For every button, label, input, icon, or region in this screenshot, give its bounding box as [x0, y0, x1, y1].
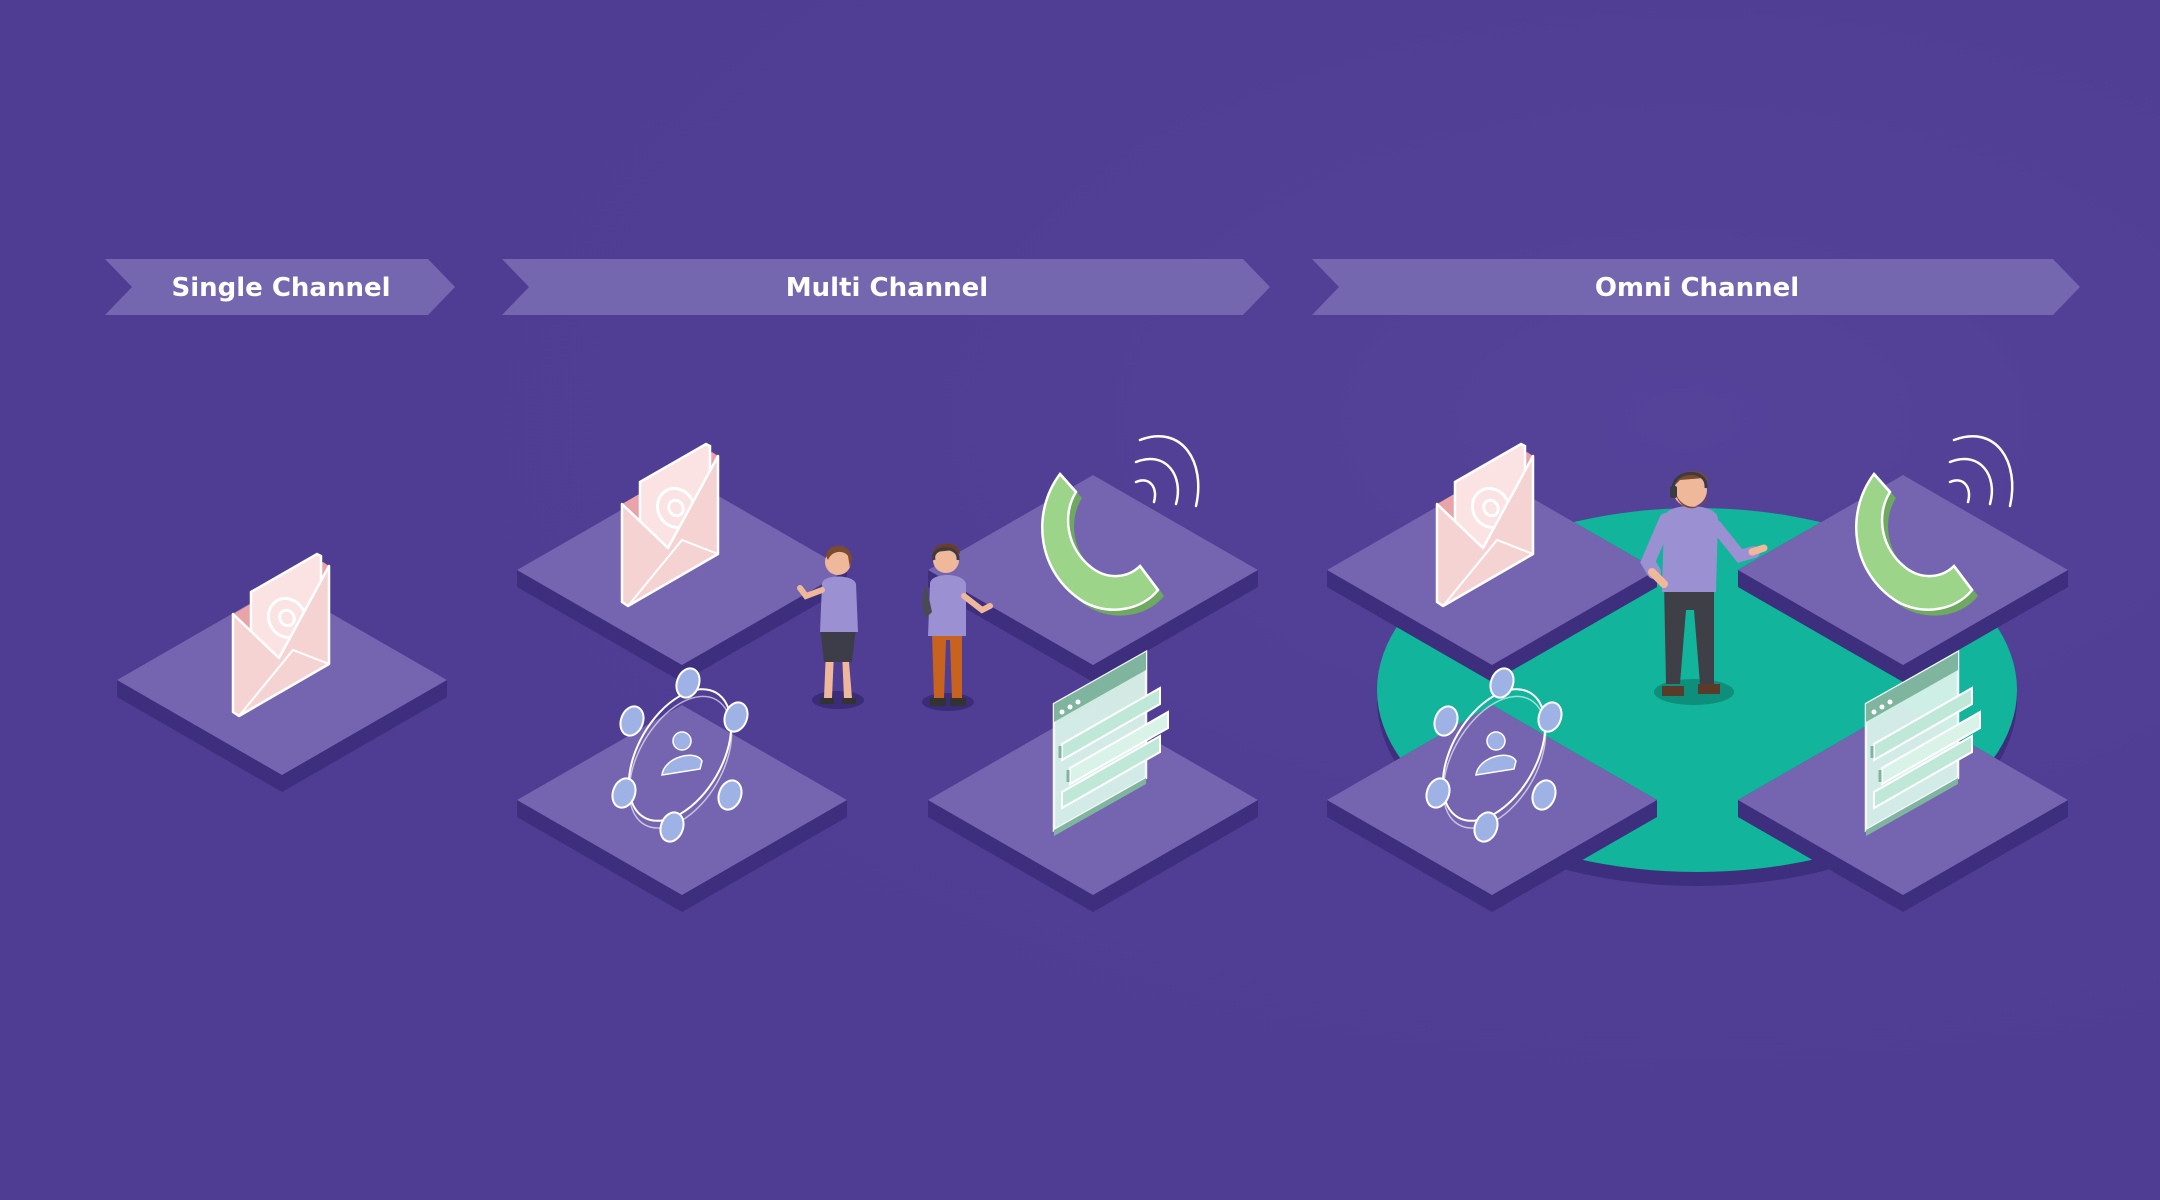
banner-label-multi: Multi Channel: [786, 273, 988, 303]
banner-multi-channel: Multi Channel: [502, 259, 1270, 315]
multi-channel-group: [517, 435, 1258, 912]
banner-label-single: Single Channel: [171, 273, 390, 303]
banner-single-channel: Single Channel: [105, 259, 455, 315]
agent-center-figure: [1640, 471, 1768, 705]
agent-man-figure: [922, 543, 993, 711]
omni-channel-group: [1327, 435, 2068, 912]
banner-label-omni: Omni Channel: [1595, 273, 1799, 303]
banner-omni-channel: Omni Channel: [1312, 259, 2080, 315]
agent-woman-figure: [797, 545, 864, 709]
